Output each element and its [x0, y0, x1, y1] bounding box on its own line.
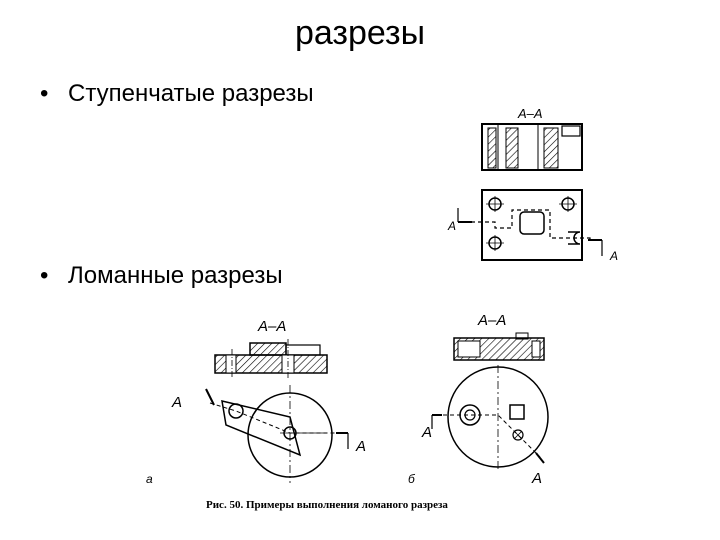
- arrow-label-right: А: [609, 249, 618, 263]
- stepped-section-drawing: А–А А А: [447, 106, 618, 263]
- left-arrow-label-right: А: [355, 438, 366, 455]
- right-arrow-label-left: А: [421, 424, 432, 441]
- left-arrow-label-top: А: [171, 394, 182, 411]
- arrow-label-left: А: [447, 219, 456, 233]
- section-label: А–А: [517, 106, 543, 121]
- broken-section-drawing: А–А А А а А–А: [146, 312, 549, 511]
- plan-view: [457, 189, 603, 261]
- bullet-text: Ступенчатые разрезы: [68, 80, 314, 107]
- right-plan-view: [431, 365, 549, 470]
- left-section-label: А–А: [257, 318, 286, 335]
- right-section-view: [453, 332, 545, 361]
- bullet-marker: •: [40, 262, 49, 289]
- figure-caption: Рис. 50. Примеры выполнения ломаного раз…: [206, 499, 448, 511]
- right-arrow-label-bottom: А: [531, 470, 542, 487]
- sub-label-a: а: [146, 472, 153, 486]
- bullet-stepped-sections: • Ступенчатые разрезы: [40, 80, 314, 108]
- slide-title: разрезы: [294, 14, 426, 52]
- sub-label-b: б: [408, 472, 416, 486]
- left-plan-view: [205, 385, 349, 483]
- bullet-broken-sections: • Ломанные разрезы: [40, 262, 283, 290]
- left-section-view: [214, 339, 328, 379]
- right-section-label: А–А: [477, 312, 506, 329]
- section-view: [481, 123, 583, 171]
- bullet-text: Ломанные разрезы: [68, 262, 283, 289]
- bullet-marker: •: [40, 80, 49, 107]
